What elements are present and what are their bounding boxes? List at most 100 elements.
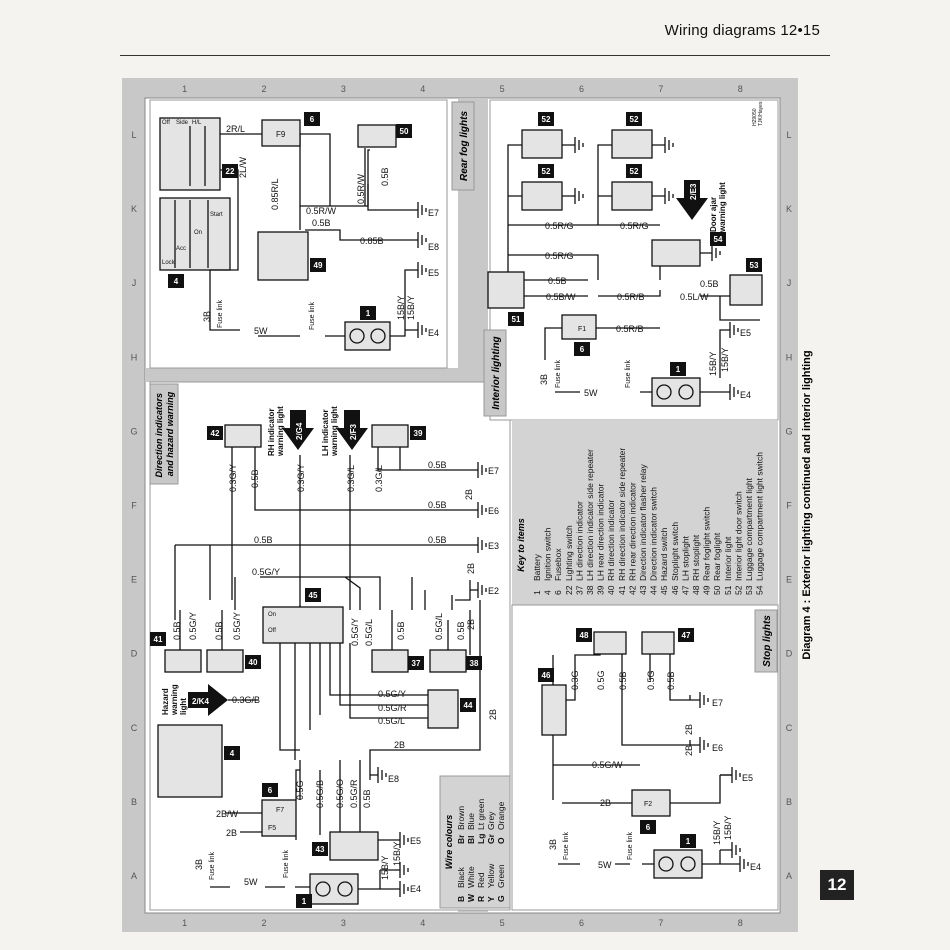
- svg-text:0.5B: 0.5B: [700, 279, 719, 289]
- stop-labels: 0.3G 0.5G 0.5B 0.5G 0.5B 2B 2B 0.5G/W 2B…: [548, 670, 761, 872]
- key-item: 40 RH direction indicator: [606, 500, 616, 595]
- wire-colour-code: O: [496, 837, 506, 844]
- rear-fog-labels: 2R/L 2L/W 0.85R/L 0.5R/W 0.5R/W 0.5B 0.5…: [162, 120, 439, 338]
- svg-text:Fuse link: Fuse link: [625, 359, 632, 388]
- svg-text:5W: 5W: [598, 860, 612, 870]
- key-item-number: 53: [744, 585, 754, 595]
- svg-text:E8: E8: [388, 774, 399, 784]
- svg-text:15B/Y: 15B/Y: [720, 347, 730, 372]
- svg-text:0.5B/W: 0.5B/W: [546, 292, 576, 302]
- panel-title-rear-fog: Rear fog lights: [459, 111, 470, 181]
- wire-colour-item: OOrange: [496, 801, 506, 844]
- wire-colour-item: GrGrey: [486, 811, 496, 844]
- grid-number: 1: [182, 84, 187, 94]
- key-item-label: Interior light door switch: [733, 491, 743, 581]
- grid-number: 6: [579, 84, 584, 94]
- svg-text:15B/Y: 15B/Y: [392, 841, 402, 866]
- svg-text:0.5G/Y: 0.5G/Y: [252, 567, 280, 577]
- key-item-number: 48: [691, 585, 701, 595]
- svg-text:0.5R/G: 0.5R/G: [620, 221, 649, 231]
- key-item: 37LH direction indicator: [574, 501, 584, 595]
- grid-number: 5: [500, 84, 505, 94]
- wire-colour-item: BrBrown: [456, 806, 466, 844]
- key-item-label: RH direction indicator side repeater: [617, 448, 627, 581]
- svg-text:0.5G: 0.5G: [596, 670, 606, 690]
- svg-text:3B: 3B: [202, 311, 212, 322]
- svg-text:Direction indicators and: Direction indicators and hazard warning: [154, 390, 175, 477]
- svg-text:2B: 2B: [600, 798, 611, 808]
- key-item-label: Rear foglight: [712, 532, 722, 581]
- svg-text:E4: E4: [750, 862, 761, 872]
- grid-letter: F: [131, 501, 137, 511]
- svg-text:E5: E5: [740, 328, 751, 338]
- svg-text:0.5B: 0.5B: [380, 167, 390, 186]
- wire-colour-code: W: [466, 893, 476, 902]
- svg-text:46: 46: [542, 671, 551, 680]
- grid-letter: A: [786, 871, 792, 881]
- svg-text:E7: E7: [428, 208, 439, 218]
- svg-text:0.85B: 0.85B: [360, 236, 384, 246]
- wire-colour-code: Bl: [466, 836, 476, 845]
- svg-text:52: 52: [542, 115, 551, 124]
- svg-text:15B/Y: 15B/Y: [406, 295, 416, 320]
- grid-number: 8: [738, 918, 743, 928]
- key-item: 45 Hazard switch: [659, 527, 669, 595]
- key-item-label: RH direction indicator: [606, 500, 616, 581]
- svg-text:2L/W: 2L/W: [238, 156, 248, 178]
- key-item: 4Ignition switch: [543, 527, 553, 595]
- key-item-label: LH stoplight: [680, 535, 690, 581]
- svg-text:15B/Y: 15B/Y: [723, 815, 733, 840]
- wire-colours-list: BBlackWWhiteRRedYYellowGGreenBrBrownBlBl…: [456, 799, 506, 902]
- key-item-label: LH direction indicator side repeater: [585, 449, 595, 581]
- wire-colour-name: Grey: [486, 811, 496, 830]
- grid-letter: A: [131, 871, 137, 881]
- grid-number: 4: [420, 84, 425, 94]
- key-item-number: 54: [755, 585, 765, 595]
- key-item-label: Hazard switch: [659, 527, 669, 581]
- svg-text:53: 53: [750, 261, 759, 270]
- svg-text:15B/Y: 15B/Y: [712, 820, 722, 845]
- svg-text:0.5R/B: 0.5R/B: [616, 324, 644, 334]
- key-item-label: Luggage compartment light: [744, 477, 754, 581]
- svg-text:0.5B: 0.5B: [214, 621, 224, 640]
- svg-text:0.5R/G: 0.5R/G: [545, 221, 574, 231]
- svg-text:E4: E4: [740, 390, 751, 400]
- key-item-number: 44: [649, 585, 659, 595]
- svg-text:0.5G: 0.5G: [295, 780, 305, 800]
- svg-text:0.5L/W: 0.5L/W: [680, 292, 709, 302]
- rear-fog-numbers: 6 50 22 4 49 1: [168, 112, 412, 320]
- grid-number: 2: [262, 918, 267, 928]
- rear-fog-circuit: [159, 117, 427, 351]
- svg-text:39: 39: [414, 429, 423, 438]
- svg-text:0.3G/Y: 0.3G/Y: [296, 464, 306, 492]
- key-item-number: 45: [659, 585, 669, 595]
- grid-letter: L: [786, 130, 791, 140]
- key-item-number: 40: [606, 585, 616, 595]
- svg-text:0.5G/L: 0.5G/L: [434, 613, 444, 640]
- grid-letter: B: [786, 797, 792, 807]
- svg-text:38: 38: [470, 659, 479, 668]
- wire-colour-item: WWhite: [466, 866, 476, 902]
- key-item-number: 49: [702, 585, 712, 595]
- key-item-number: 22: [564, 585, 574, 595]
- grid-letter: J: [132, 278, 137, 288]
- grid-letter: G: [785, 426, 792, 436]
- panel-title-direction-line2: and hazard warning: [165, 391, 175, 476]
- panel-title-direction-line1: Direction indicators: [154, 393, 164, 478]
- svg-text:E6: E6: [488, 506, 499, 516]
- svg-text:0.5G: 0.5G: [646, 670, 656, 690]
- svg-text:2/F3: 2/F3: [349, 423, 358, 440]
- svg-text:0.5R/W: 0.5R/W: [306, 206, 337, 216]
- key-item-label: LH direction indicator: [574, 501, 584, 581]
- svg-text:E4: E4: [410, 884, 421, 894]
- wire-colour-name: Brown: [456, 806, 466, 830]
- svg-text:1: 1: [686, 837, 691, 846]
- key-item: 1Battery: [532, 553, 542, 595]
- svg-text:0.85R/L: 0.85R/L: [270, 178, 280, 210]
- svg-text:RH indicatorwarning light: RH indicatorwarning light: [267, 406, 285, 457]
- svg-text:54: 54: [714, 235, 723, 244]
- svg-text:0.5B: 0.5B: [428, 535, 447, 545]
- svg-text:2B: 2B: [684, 724, 694, 735]
